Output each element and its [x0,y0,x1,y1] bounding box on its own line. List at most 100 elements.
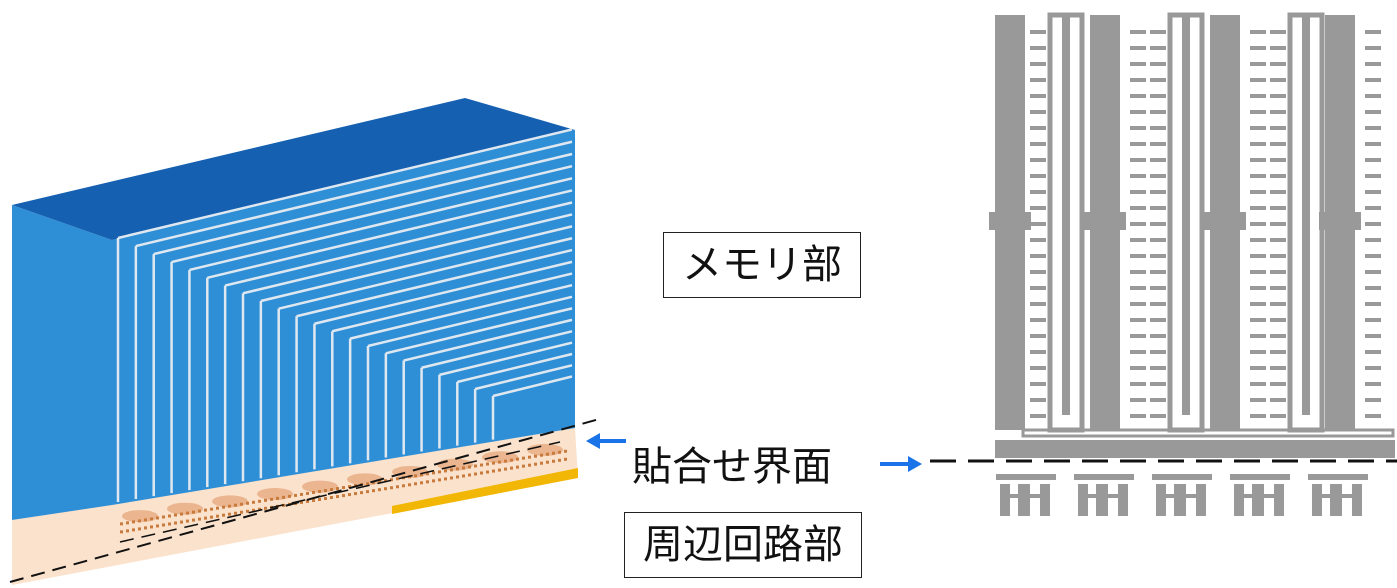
wordline-step [189,177,573,272]
bond-dot [516,457,519,461]
wordline-tick [1030,46,1046,50]
wordline-tick [1130,238,1146,242]
bonding-line-left-inner [119,441,561,543]
bond-dot [468,473,471,477]
bond-dot [384,479,387,483]
wordline-tick [1270,270,1286,274]
wordline-tick [1365,190,1381,194]
bond-dot [234,503,237,507]
wordline-tick [1250,302,1266,306]
bond-dot [492,461,495,465]
wordline-tick [1250,110,1266,114]
bond-dot [420,473,423,477]
wordline-tick [1365,206,1381,210]
bond-dot [270,497,273,501]
pillar-bump [1319,212,1361,230]
bond-dot [414,482,417,486]
bond-dot [324,497,327,501]
bond-dot [234,511,237,515]
bond-dot [384,487,387,491]
wordline-step [439,341,573,377]
wordline-tick [1150,158,1166,162]
wordline-tick [1365,414,1381,418]
wordline-tick [1030,254,1046,258]
wordline-tick [1270,174,1286,178]
contact-bar [1166,494,1196,498]
wordline-tick [1365,62,1381,66]
block-left-face [12,205,112,520]
contact-leg [1000,484,1010,516]
bond-dot [474,464,477,468]
wordline-tick [1030,414,1046,418]
wordline-tick [1150,334,1166,338]
bond-dot [198,517,201,521]
bond-dot [396,485,399,489]
bond-dot [522,456,525,460]
bond-dot [120,522,123,526]
wordline-step [456,352,573,384]
pillar-bump [1204,212,1246,230]
wordline-tick [1130,270,1146,274]
bond-dot [480,471,483,475]
wordline-step [296,248,573,318]
bonding-interface-label: 貼合せ界面 [632,444,832,490]
bond-dot [444,477,447,481]
bond-dot [528,455,531,459]
wordline-tick [1030,366,1046,370]
bond-dot [402,484,405,488]
wordline-tick [1270,190,1286,194]
wordline-tick [1365,270,1381,274]
bond-dot [516,465,519,469]
wordline-tick [1250,206,1266,210]
channel-core [1182,15,1190,415]
wordline-tick [1270,302,1286,306]
staircase-wordlines [116,128,573,503]
wordline-tick [1365,142,1381,146]
wordline-tick [1130,190,1146,194]
wordline-tick [1130,94,1146,98]
wordline-tick [1250,62,1266,66]
wordline-step [403,318,573,362]
wordline-tick [1030,270,1046,274]
wordline-tick [1270,318,1286,322]
bond-dot [450,468,453,472]
wordline-tick [1150,382,1166,386]
contact-leg [1018,484,1030,516]
wordline-tick [1250,46,1266,50]
wordline-tick [1250,414,1266,418]
bond-dot [210,515,213,519]
wordline-tick [1365,126,1381,130]
bond-dot [126,521,129,525]
wordline-tick [1030,318,1046,322]
wordline-tick [1270,334,1286,338]
bond-dot [432,479,435,483]
wordline-tick [1150,206,1166,210]
bond-dot [396,477,399,481]
bond-dot [360,491,363,495]
wordline-tick [1270,366,1286,370]
contact-leg [1252,484,1264,516]
memory-label: メモリ部 [663,232,861,298]
wordline-tick [1150,174,1166,178]
wordline-tick [1365,158,1381,162]
bond-dot [366,482,369,486]
wordline-tick [1130,110,1146,114]
bond-dot [546,460,549,464]
bond-dot [318,497,321,501]
wordline-tick [1365,286,1381,290]
wordline-step [421,330,573,369]
wordline-tick [1030,350,1046,354]
wordline-tick [1130,302,1146,306]
bond-dot [168,522,171,526]
bond-dot [180,512,183,516]
bond-dot [492,469,495,473]
bond-dot [522,464,525,468]
bond-dot [138,519,141,523]
wordline-tick [1365,398,1381,402]
wordline-tick [1030,334,1046,338]
contact-leg [1330,484,1342,516]
wordline-step [171,164,573,264]
bond-dot [378,488,381,492]
wordline-tick [1250,30,1266,34]
